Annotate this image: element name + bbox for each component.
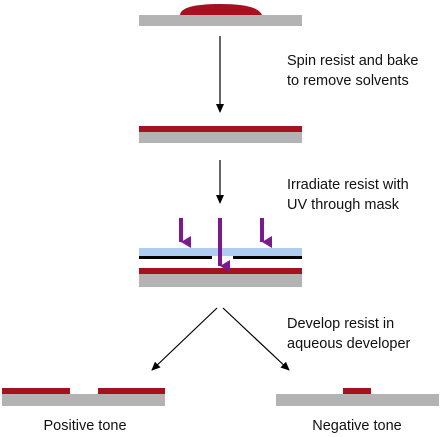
step-1-line-1: Spin resist and bake [287, 53, 419, 69]
positive-tone-result [2, 388, 165, 406]
positive-resist-right [98, 388, 165, 394]
step-1-label: Spin resist and bake to remove solvents [287, 51, 418, 91]
step-3-line-1: Develop resist in [287, 316, 395, 332]
stage-spun-resist [139, 126, 302, 143]
substrate-3 [139, 274, 302, 287]
negative-tone-label: Negative tone [312, 418, 402, 434]
stage-resist-puddle [139, 4, 302, 26]
step-1-line-2: to remove solvents [287, 73, 409, 89]
mask-chrome-right [233, 256, 302, 259]
substrate-1 [139, 15, 302, 26]
step-2-line-2: UV through mask [287, 197, 400, 213]
step-3-line-2: aqueous developer [287, 336, 411, 352]
positive-substrate [2, 394, 165, 406]
negative-resist-island [343, 388, 371, 394]
resist-puddle [180, 4, 262, 15]
stage-exposure [139, 218, 302, 287]
resist-layer-3 [139, 268, 302, 274]
negative-substrate [276, 394, 439, 406]
positive-tone-label: Positive tone [43, 418, 127, 434]
negative-tone-result [276, 388, 439, 406]
resist-layer-2 [139, 126, 302, 132]
step-2-line-1: Irradiate resist with [287, 177, 409, 193]
substrate-2 [139, 132, 302, 143]
step-3-label: Develop resist in aqueous developer [287, 314, 410, 354]
branch-arrow-negative [222, 307, 290, 371]
step-2-label: Irradiate resist with UV through mask [287, 175, 409, 215]
mask-chrome-left [139, 256, 212, 259]
positive-resist-left [2, 388, 70, 394]
branch-arrow-positive [151, 307, 218, 371]
